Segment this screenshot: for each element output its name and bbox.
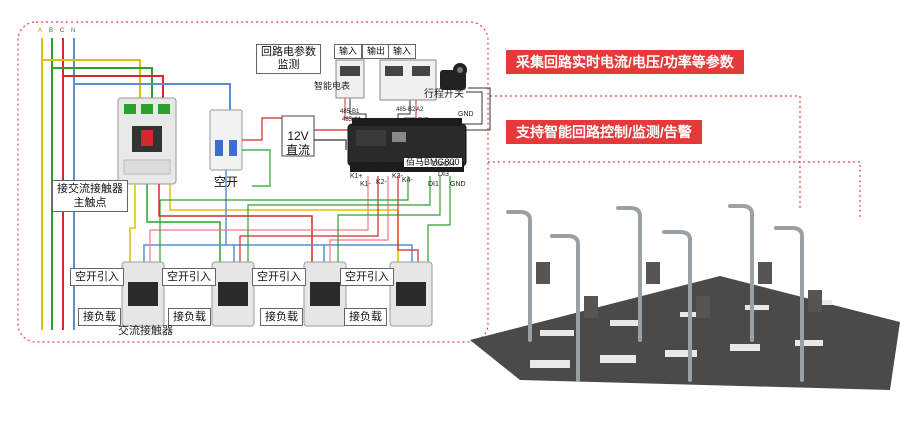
power-wiring	[242, 117, 351, 187]
breaker-label: 接交流接触器 主触点	[52, 180, 128, 212]
meter1-input-label: 输入	[334, 44, 363, 59]
travel-switch	[440, 63, 467, 90]
contactor3-out-label: 接负载	[260, 308, 303, 326]
phase-label-c: C	[60, 28, 65, 34]
port-k3-plus: K3+	[384, 167, 397, 174]
rs485-b1: 485-B1	[340, 109, 360, 115]
port-k2-plus: K2+	[368, 167, 381, 174]
port-k4-minus: K4-	[402, 177, 413, 184]
gnd-label-2: GND	[458, 111, 474, 118]
rs485-b2: 485-B2	[396, 107, 416, 113]
loop-param-line1: 回路电参数	[261, 46, 316, 58]
controller-label: 佰马BMG800	[404, 157, 462, 167]
port-k1-minus: K1-	[360, 181, 371, 188]
air-switch-label: 空开	[214, 175, 239, 189]
meter2-input-label: 输入	[388, 44, 417, 59]
pole-panels	[536, 262, 822, 318]
rs485-a2: A2	[416, 107, 424, 113]
breaker-feeds	[42, 59, 231, 110]
contactor3-in-label: 空开引入	[252, 268, 306, 286]
contactor4-in-label: 空开引入	[340, 268, 394, 286]
loop-param-label: 回路电参数 监测	[256, 44, 321, 74]
callout-line-1	[490, 95, 801, 210]
breaker-to-contactors	[129, 170, 413, 262]
system-boundary	[17, 21, 489, 343]
phase-label-n: N	[71, 28, 76, 34]
loop-param-line2: 监测	[277, 59, 300, 71]
port-k3-minus: K3-	[392, 173, 403, 180]
breaker-label-line2: 主触点	[73, 197, 107, 209]
contactor1-out-label: 接负载	[78, 308, 121, 326]
di5-label: DI5	[418, 117, 429, 124]
di3-label: DI3	[438, 171, 449, 178]
breaker-label-line1: 接交流接触器	[57, 183, 123, 195]
callout-line-2	[488, 161, 861, 220]
feature-banner-metering: 采集回路实时电流/电压/功率等参数	[506, 50, 744, 74]
port-k2-minus: K2-	[376, 179, 387, 186]
contactor2-in-label: 空开引入	[162, 268, 216, 286]
smart-meter-label: 智能电表	[314, 81, 351, 91]
gnd-label-1: GND	[450, 181, 466, 188]
power-label-line1: 12V	[287, 129, 309, 143]
street-poles	[506, 204, 804, 382]
main-breaker	[117, 97, 177, 185]
di2-label: DI2	[432, 161, 443, 168]
feature-banner-control: 支持智能回路控制/监测/告警	[506, 120, 702, 144]
power-supply	[281, 115, 315, 157]
control-wires	[149, 176, 451, 262]
contactor-group-label: 交流接触器	[118, 325, 173, 337]
travel-switch-label: 行程开关	[424, 89, 464, 100]
port-k1-plus: K1+	[350, 173, 363, 180]
di1-label: DI1	[428, 181, 439, 188]
di4-label: DI4	[444, 161, 455, 168]
smart-meter-2	[379, 59, 437, 101]
contactor1-in-label: 空开引入	[70, 268, 124, 286]
controller-bmg800	[347, 118, 467, 172]
port-k4-plus: K4+	[396, 167, 409, 174]
road-surface	[470, 276, 900, 390]
air-switch	[209, 109, 243, 171]
contactor2-out-label: 接负载	[168, 308, 211, 326]
power-supply-label: 12V 直流	[282, 128, 314, 158]
contactor4-out-label: 接负载	[344, 308, 387, 326]
phase-label-a: A	[38, 28, 43, 34]
meter1-output-label: 输出	[362, 44, 391, 59]
phase-label-b: B	[49, 28, 54, 34]
contactors	[121, 261, 433, 327]
power-label-line2: 直流	[286, 143, 311, 157]
rs485-a1: 485-A1	[342, 117, 362, 123]
smart-meter-1	[335, 59, 365, 99]
